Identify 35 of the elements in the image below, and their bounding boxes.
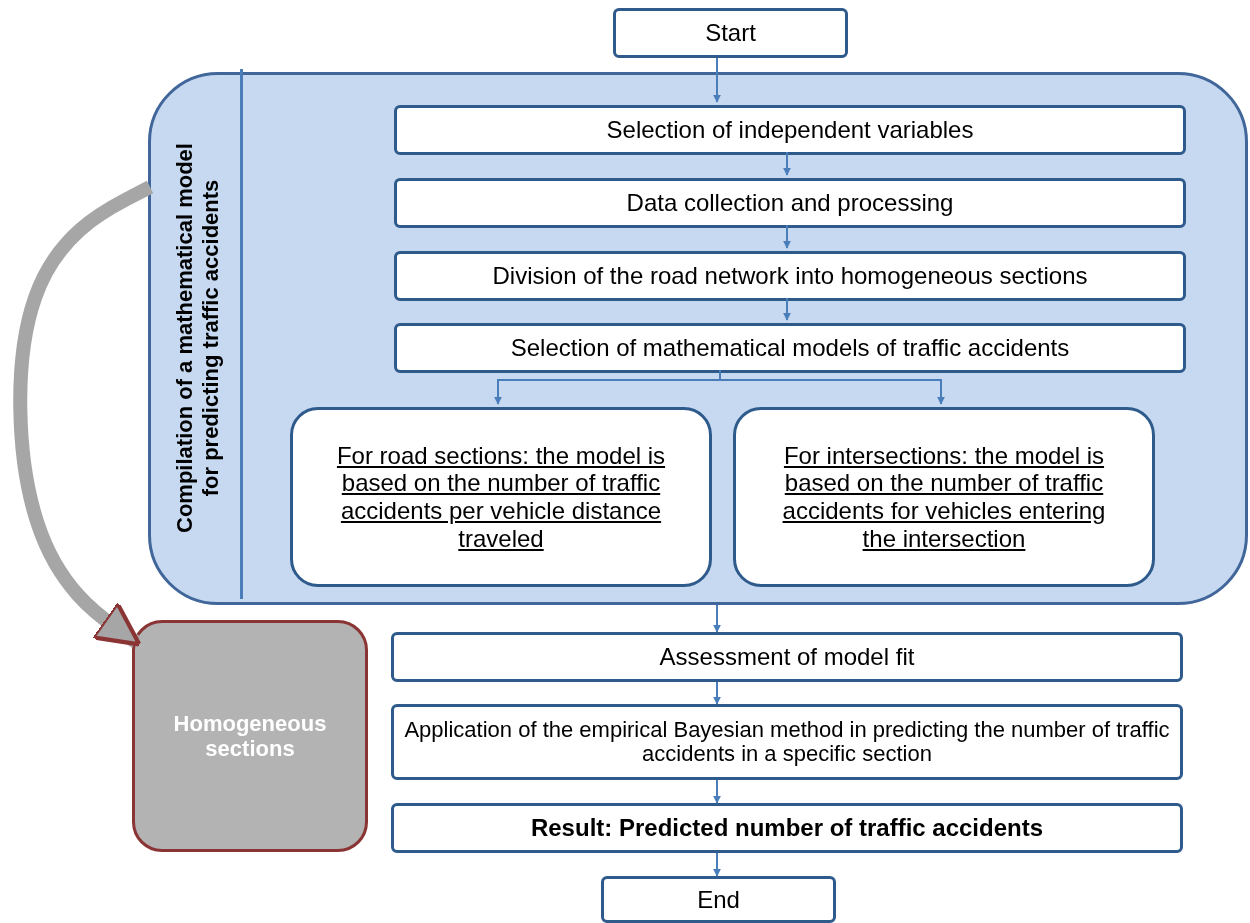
box-label: Assessment of model fit: [659, 643, 915, 671]
process-box: [394, 323, 1186, 373]
box-label: Application of the empirical Bayesian method in predicting the number of traffic accidents in a specific section: [403, 717, 1171, 767]
curved-arrow: [13, 180, 154, 648]
process-box: [290, 407, 712, 587]
process-box: [391, 704, 1183, 780]
terminal-box: [601, 876, 836, 923]
process-box: [394, 105, 1186, 155]
arrow: [783, 224, 791, 249]
process-box: [733, 407, 1155, 587]
box-label: For intersections: the model is based on the number of traffic accidents for vehicles entering the intersection: [781, 441, 1107, 553]
box-label: Selection of mathematical models of traffic accidents: [510, 334, 1070, 362]
box-label: Start: [705, 19, 756, 47]
arrow: [713, 779, 721, 804]
process-box: [132, 620, 368, 852]
arrow: [783, 151, 791, 176]
group-panel: [148, 72, 1248, 605]
box-label: Selection of independent variables: [606, 116, 974, 144]
arrow: [713, 681, 721, 705]
box-label: Homogeneous sections: [172, 710, 328, 762]
process-box: [394, 251, 1186, 301]
box-label: Data collection and processing: [626, 189, 954, 217]
arrow: [713, 604, 721, 633]
result-box: [391, 803, 1183, 853]
box-label: End: [697, 885, 740, 914]
terminal-box: [613, 8, 848, 58]
arrow: [713, 57, 721, 103]
box-label: For road sections: the model is based on the number of traffic accidents per vehicle distance traveled: [335, 441, 667, 553]
arrow: [783, 297, 791, 321]
panel-title: Compilation of a mathematical model for predicting traffic accidents: [170, 142, 224, 535]
process-box: [391, 632, 1183, 682]
box-label: Result: Predicted number of traffic accidents: [530, 814, 1044, 842]
process-box: [394, 178, 1186, 228]
arrow: [713, 852, 721, 877]
box-label: Division of the road network into homogeneous sections: [492, 262, 1088, 290]
